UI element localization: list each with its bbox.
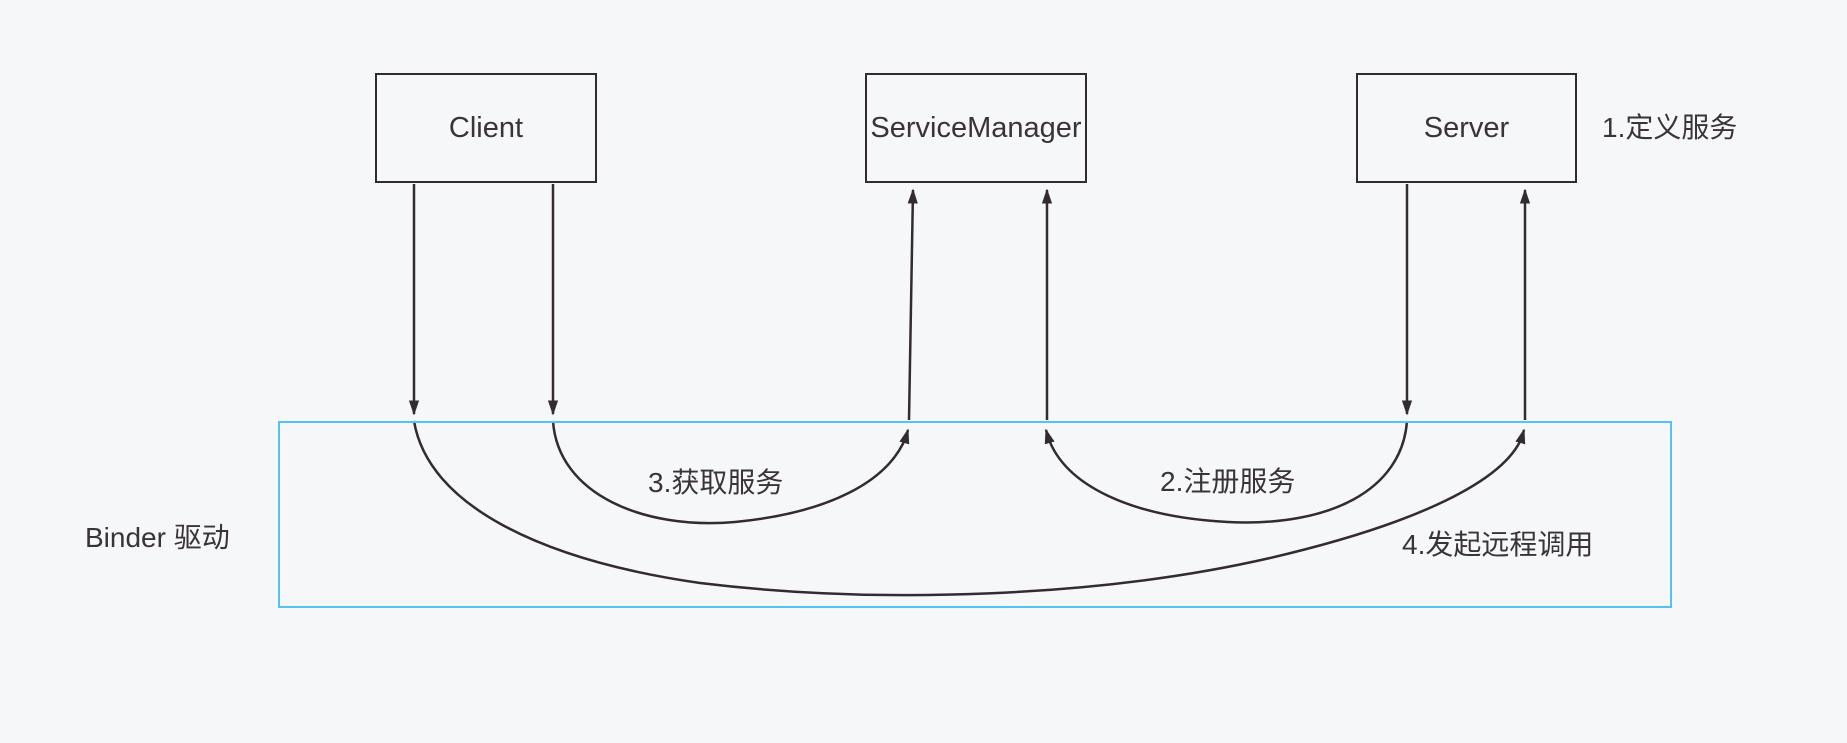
- binder-driver-label: Binder 驱动: [85, 522, 230, 553]
- server-label: Server: [1423, 111, 1510, 144]
- step3-get-service-label: 3.获取服务: [648, 467, 784, 498]
- step2-register-service-label: 2.注册服务: [1160, 466, 1296, 497]
- remote-call-curve: [412, 420, 1526, 597]
- servicemanager-node: ServiceManager: [865, 73, 1087, 183]
- client-node: Client: [375, 73, 597, 183]
- servicemanager-left-line: [907, 188, 918, 421]
- get-service-curve: [551, 420, 910, 525]
- register-service-curve: [1044, 420, 1409, 524]
- step1-define-service-label: 1.定义服务: [1602, 112, 1738, 143]
- server-node: Server: [1356, 73, 1577, 183]
- binder-driver-region: [278, 421, 1672, 608]
- client-label: Client: [448, 111, 524, 144]
- servicemanager-label: ServiceManager: [870, 111, 1082, 144]
- step4-remote-call-label: 4.发起远程调用: [1402, 529, 1594, 560]
